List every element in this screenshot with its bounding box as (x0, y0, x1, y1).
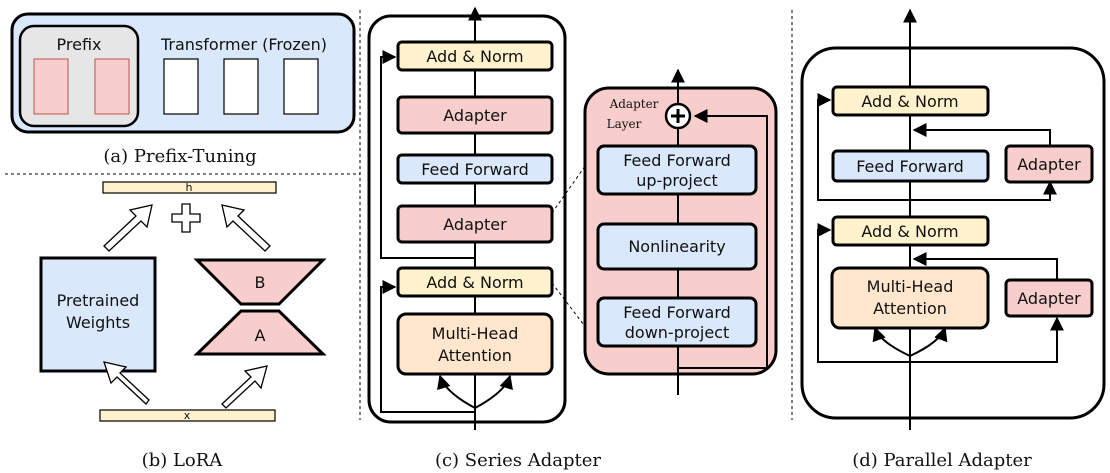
parallel-attention-input-right (909, 326, 948, 357)
series-add-norm-top-label: Add & Norm (426, 47, 523, 66)
parallel-add-norm-bottom (831, 215, 990, 247)
hollow-arrow-top-right-icon (221, 204, 271, 252)
parallel-adapter-panel: Add & Norm Feed Forward Adapter Add & No… (800, 8, 1106, 471)
series-mha-line1: Multi-Head (432, 324, 519, 343)
adapter-skip-connection (678, 109, 768, 369)
series-adapter-top (396, 95, 554, 135)
adapter-layer-title-1: Adapter (609, 97, 659, 111)
lora-panel: h Pretrained Weights B A x (b) LoRA (39, 181, 327, 471)
series-adapter-mid-label: Adapter (443, 215, 507, 234)
ff-up-project (596, 144, 758, 196)
h-label: h (186, 181, 193, 194)
pretrained-weights-line2: Weights (66, 313, 130, 332)
lora-a-label: A (255, 326, 266, 345)
parallel-add-norm-top (831, 85, 990, 117)
parallel-residual-2 (817, 93, 910, 201)
x-label: x (184, 409, 191, 422)
hollow-arrow-bottom-left-icon (103, 361, 150, 405)
lora-a-matrix (193, 309, 327, 356)
caption-b: (b) LoRA (142, 450, 224, 471)
series-multi-head-attention (396, 312, 554, 376)
parallel-mha-line1: Multi-Head (867, 277, 954, 296)
parallel-adapter-top-in (910, 180, 1057, 201)
attention-input-right (474, 374, 513, 409)
ff-down-line1: Feed Forward (623, 303, 731, 322)
parallel-feed-forward-label: Feed Forward (856, 157, 964, 176)
nonlinearity-box (596, 222, 758, 271)
attention-input-left (437, 374, 476, 409)
series-feed-forward-label: Feed Forward (421, 160, 529, 179)
caption-d: (d) Parallel Adapter (852, 450, 1032, 471)
adapter-layer-title-2: Layer (607, 117, 642, 131)
h-bar (102, 181, 277, 194)
parallel-add-norm-bottom-label: Add & Norm (861, 222, 958, 241)
series-add-norm-bottom (396, 266, 554, 298)
series-residual-2 (380, 50, 475, 259)
caption-c: (c) Series Adapter (435, 450, 601, 471)
parallel-adapter-top-out (912, 123, 1051, 146)
lora-b-matrix (193, 258, 327, 306)
ff-down-line2: down-project (625, 323, 729, 342)
ff-up-line1: Feed Forward (623, 151, 731, 170)
parallel-adapter-top (1004, 144, 1094, 184)
prefix-token-1 (33, 58, 69, 115)
parallel-adapter-bottom (1004, 278, 1094, 318)
parallel-attention-input-left (872, 326, 911, 357)
plus-icon (171, 203, 201, 233)
series-feed-forward (396, 153, 554, 185)
series-residual-1 (380, 280, 475, 413)
prefix-tuning-panel: Prefix Transformer (Frozen) (a) Prefix-T… (10, 12, 356, 167)
parallel-add-norm-top-label: Add & Norm (861, 92, 958, 111)
parallel-multi-head-attention (830, 266, 990, 330)
ff-up-line2: up-project (636, 171, 718, 190)
prefix-label: Prefix (57, 35, 102, 54)
series-adapter-mid (396, 204, 554, 244)
lora-b-label: B (255, 273, 266, 292)
series-adapter-panel: Add & Norm Adapter Feed Forward Adapter … (367, 6, 601, 471)
parallel-adapter-bottom-out (912, 252, 1058, 282)
adapter-layer-panel: Adapter Layer Feed Forward up-project No… (583, 68, 778, 395)
hollow-arrow-top-left-icon (103, 204, 153, 252)
frozen-token-2 (223, 58, 259, 115)
pretrained-weights-line1: Pretrained (57, 291, 140, 310)
parallel-residual-1 (817, 223, 910, 363)
frozen-token-1 (163, 58, 199, 115)
transformer-frozen-label: Transformer (Frozen) (160, 35, 327, 54)
add-circle-plus (671, 109, 685, 123)
parallel-adapter-bottom-in (910, 316, 1064, 363)
series-adapter-top-label: Adapter (443, 106, 507, 125)
series-add-norm-top (396, 40, 554, 72)
x-bar (99, 409, 276, 422)
series-add-norm-bottom-label: Add & Norm (426, 273, 523, 292)
hollow-arrow-bottom-right-icon (221, 365, 268, 409)
frozen-token-3 (283, 58, 319, 115)
pretrained-weights-box (39, 256, 157, 373)
parallel-mha-line2: Attention (873, 299, 947, 318)
parallel-adapter-bottom-label: Adapter (1017, 289, 1081, 308)
parallel-adapter-top-label: Adapter (1017, 155, 1081, 174)
parallel-feed-forward (831, 149, 990, 183)
prefix-token-2 (94, 58, 130, 115)
series-mha-line2: Attention (438, 346, 512, 365)
ff-down-project (596, 296, 758, 348)
nonlinearity-label: Nonlinearity (628, 237, 725, 256)
caption-a: (a) Prefix-Tuning (103, 146, 256, 167)
